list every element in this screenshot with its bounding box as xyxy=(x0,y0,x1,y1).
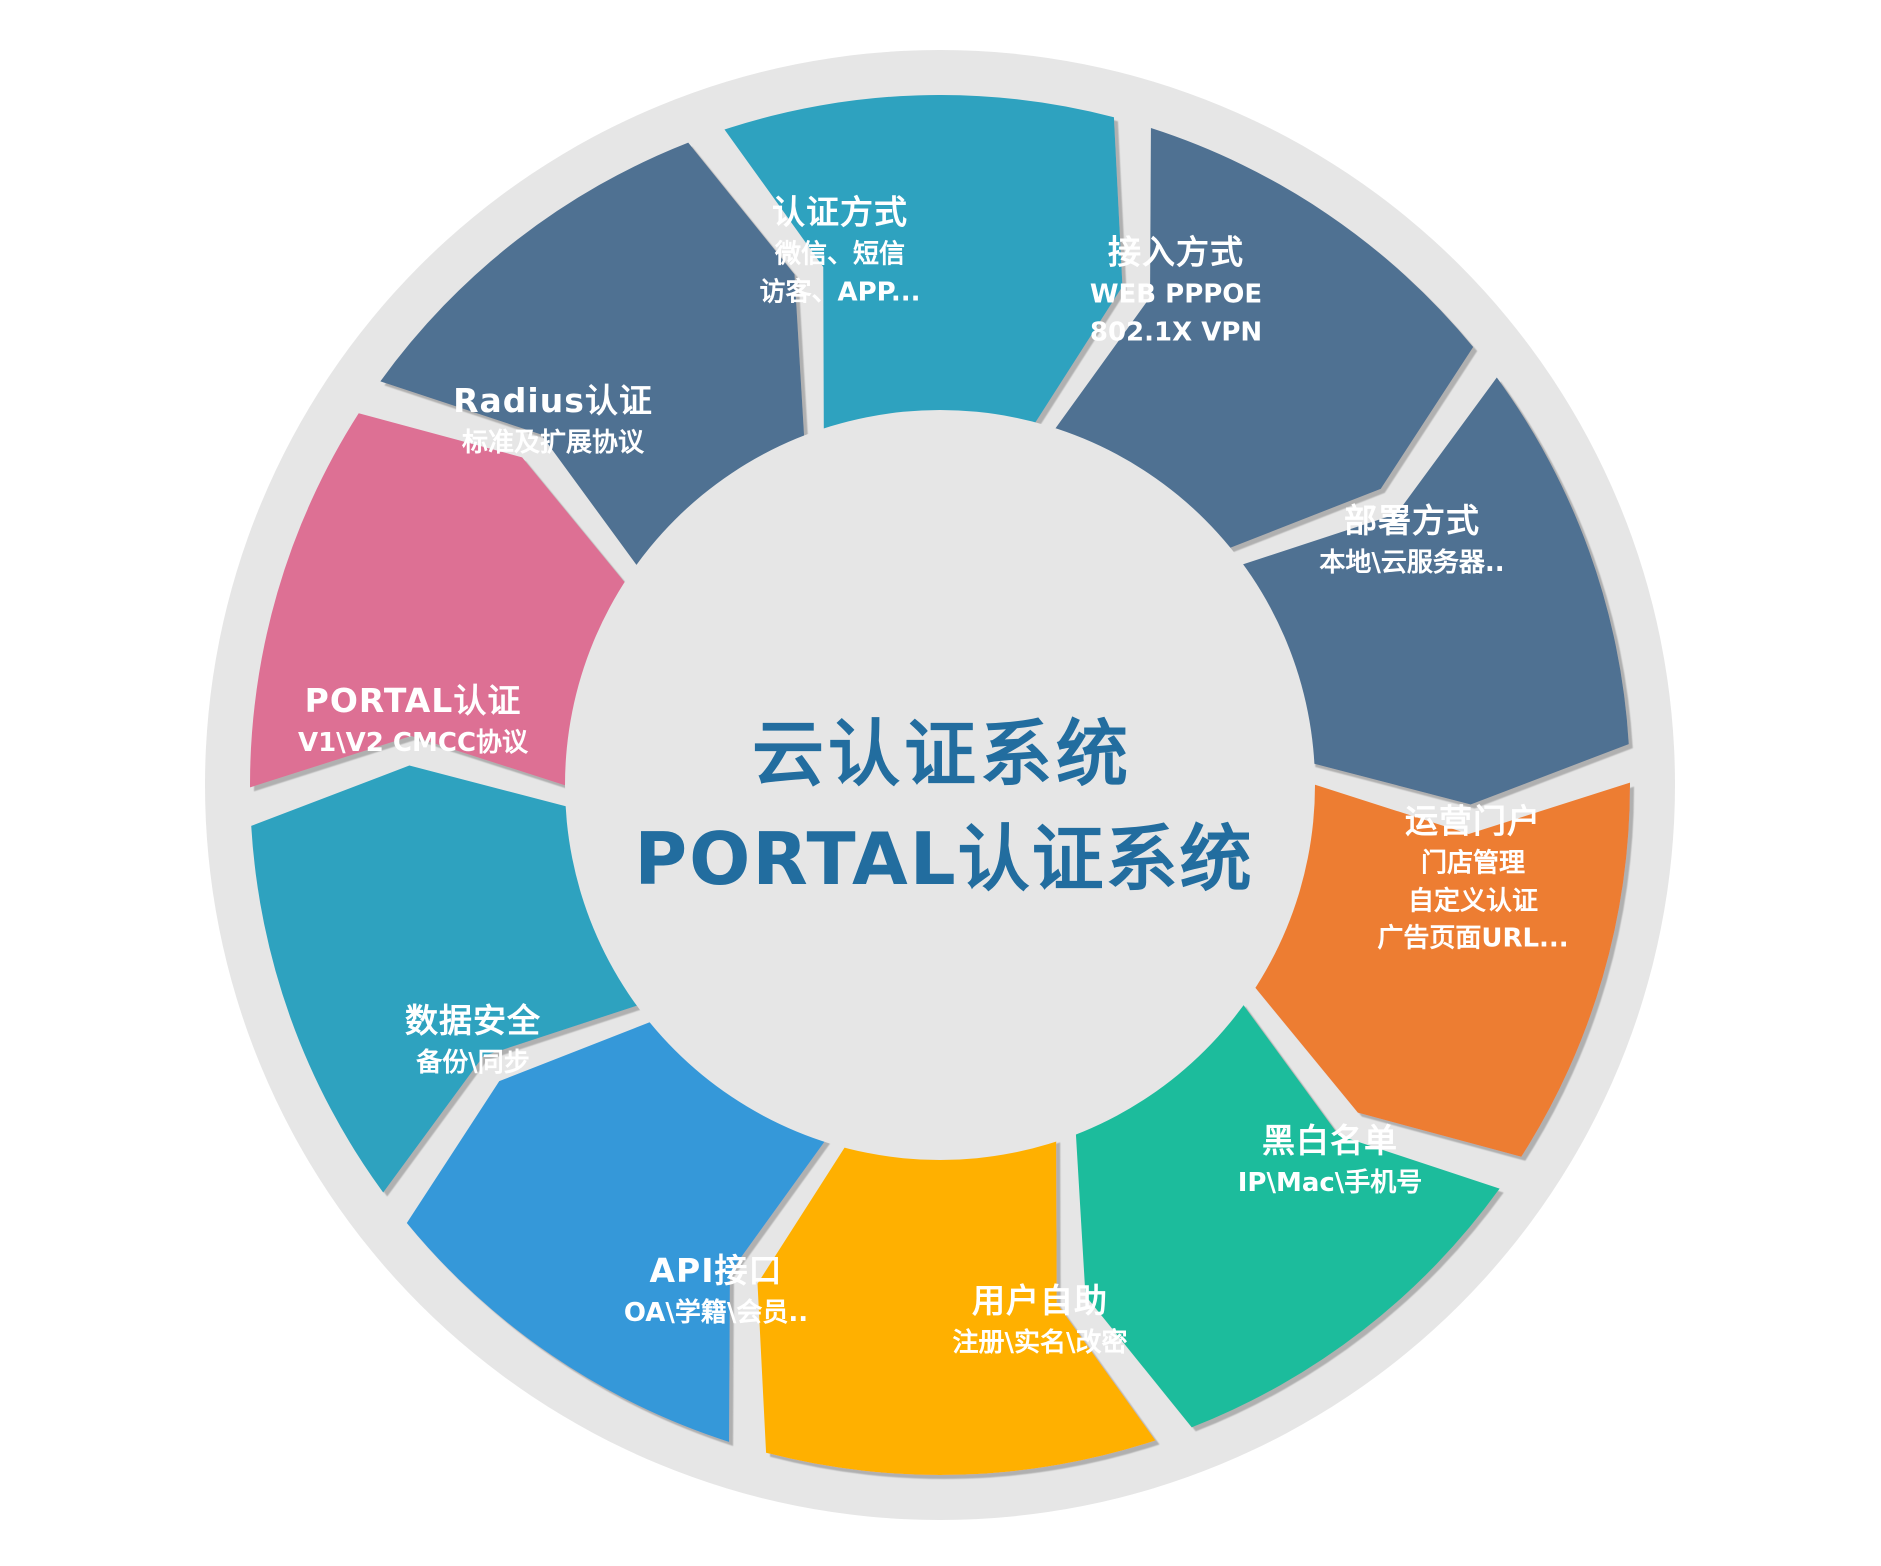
segment-title: 认证方式 xyxy=(772,192,908,232)
segment-detail: V1\V2 CMCC协议 xyxy=(297,728,529,759)
segment-detail: 门店管理 xyxy=(1420,848,1525,879)
segment-detail: WEB PPPOE xyxy=(1089,279,1263,310)
segment-title: Radius认证 xyxy=(453,381,653,421)
segment-detail: 备份\同步 xyxy=(416,1048,530,1079)
segment-title: PORTAL认证 xyxy=(304,681,522,721)
segment-label-auth-method: 认证方式微信、短信访客、APP... xyxy=(759,188,920,311)
segment-title: 运营门户 xyxy=(1405,801,1541,841)
segment-title: 用户自助 xyxy=(972,1281,1108,1321)
segment-title: 数据安全 xyxy=(405,1001,541,1041)
center-title-secondary: PORTAL认证系统 xyxy=(634,817,1254,901)
center-hub xyxy=(565,410,1315,1160)
segment-detail: 标准及扩展协议 xyxy=(461,428,644,459)
segment-label-ops-portal: 运营门户门店管理自定义认证广告页面URL... xyxy=(1377,798,1568,959)
center-title-primary: 云认证系统 xyxy=(751,712,1133,796)
segment-label-portal-auth: PORTAL认证 V1\V2 CMCC协议 xyxy=(298,677,528,763)
segment-label-deploy-method: 部署方式本地\云服务器.. xyxy=(1319,497,1504,583)
segment-title: 接入方式 xyxy=(1108,232,1244,272)
segment-portal-auth xyxy=(249,413,627,788)
segment-access-method xyxy=(1053,128,1474,549)
segment-detail: OA\学籍\会员.. xyxy=(623,1298,809,1329)
segment-detail: 802.1X VPN xyxy=(1089,316,1263,347)
segment-detail: IP\Mac\手机号 xyxy=(1237,1168,1423,1199)
segment-label-data-security: 数据安全备份\同步 xyxy=(405,997,541,1083)
segment-label-api-interface: API接口 OA\学籍\会员.. xyxy=(624,1247,808,1333)
segment-detail: 微信、短信 xyxy=(774,239,905,270)
segment-label-radius-auth: Radius认证标准及扩展协议 xyxy=(453,377,653,463)
segments-layer xyxy=(249,95,1631,1475)
segment-title: API接口 xyxy=(649,1251,783,1291)
segment-detail: 自定义认证 xyxy=(1407,886,1538,917)
segment-detail: 注册\实名\改密 xyxy=(952,1328,1128,1359)
segment-detail: 本地\云服务器.. xyxy=(1319,548,1505,579)
segment-api-interface xyxy=(406,1021,827,1442)
segment-ops-portal xyxy=(1253,782,1631,1157)
segment-title: 部署方式 xyxy=(1343,501,1480,541)
segment-auth-method xyxy=(724,95,1123,432)
segment-detail: 广告页面URL... xyxy=(1377,923,1569,954)
segment-data-security xyxy=(251,765,640,1193)
segment-user-self-service xyxy=(757,1138,1156,1475)
segment-title: 黑白名单 xyxy=(1262,1121,1398,1161)
segment-deploy-method xyxy=(1240,377,1629,805)
segment-detail: 访客、APP... xyxy=(759,276,921,307)
segment-label-user-self-service: 用户自助注册\实名\改密 xyxy=(953,1277,1128,1363)
segment-radius-auth xyxy=(380,142,805,568)
segment-label-black-white-list: 黑白名单 IP\Mac\手机号 xyxy=(1238,1117,1423,1203)
segment-black-white-list xyxy=(1075,1002,1500,1428)
segment-label-access-method: 接入方式 WEB PPPOE 802.1X VPN xyxy=(1090,228,1262,351)
